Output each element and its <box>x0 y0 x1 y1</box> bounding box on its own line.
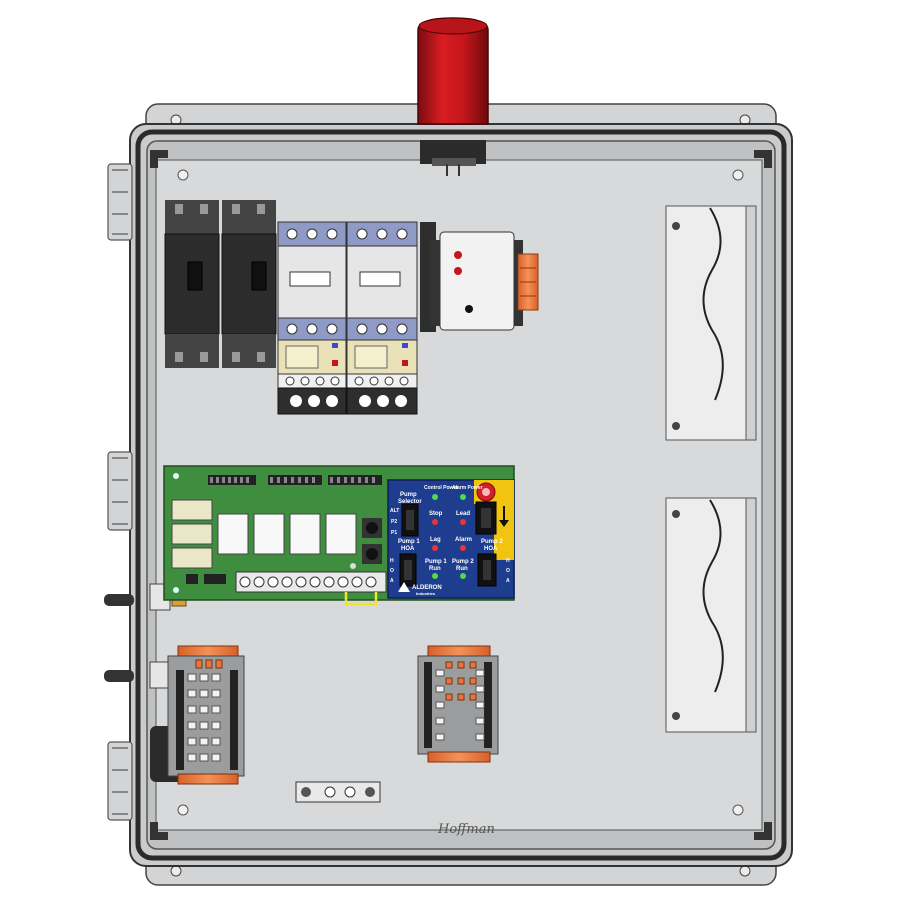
pump2-hoa-switch[interactable] <box>477 553 497 587</box>
p2-label: P2 <box>391 519 397 525</box>
transformer <box>430 231 539 331</box>
lag-led <box>432 545 438 551</box>
ground-bar <box>295 781 381 803</box>
lead-label: Lead <box>456 511 470 517</box>
pump-selector-switch[interactable] <box>401 503 419 537</box>
pump1-hoa-label-1: Pump 1 <box>398 539 420 545</box>
pump-selector-label-2: Selector <box>398 499 422 505</box>
pump1-run-led <box>432 573 438 579</box>
alt-label: ALT <box>390 508 399 514</box>
silence-button-icon[interactable] <box>476 482 496 502</box>
alarm-power-label: Alarm Power <box>452 485 483 491</box>
pump1-a-label: A <box>390 578 394 584</box>
pump2-run-led <box>460 573 466 579</box>
pump1-run-label-1: Pump 1 <box>425 559 447 565</box>
pump2-hoa-label-1: Pump 2 <box>481 539 503 545</box>
circuit-breaker-1 <box>164 200 220 368</box>
pump1-hoa-label-2: HOA <box>401 546 415 552</box>
alarm-label: Alarm <box>455 537 472 543</box>
hinge-top <box>107 163 133 241</box>
pump1-run-label-2: Run <box>429 566 441 572</box>
pump2-run-label-2: Run <box>456 566 468 572</box>
pump2-h-label: H <box>506 558 510 564</box>
pump-selector-label-1: Pump <box>400 492 417 498</box>
pump1-o-label: O <box>390 568 394 574</box>
stop-label: Stop <box>429 511 443 517</box>
contactor-2 <box>346 221 418 415</box>
hinge-middle <box>107 451 133 531</box>
logo-text: ALDERON <box>412 585 442 591</box>
p1-label: P1 <box>391 530 397 536</box>
terminal-block-middle <box>417 645 499 763</box>
alarm-beacon-icon <box>417 17 489 176</box>
pump1-hoa-switch[interactable] <box>399 553 417 587</box>
lead-led <box>460 519 466 525</box>
silence-reset-switch[interactable] <box>475 501 497 535</box>
alarm-led <box>460 545 466 551</box>
logo-subtext: Industries <box>416 591 436 596</box>
arrow-down-icon <box>499 506 509 527</box>
pump2-a-label: A <box>506 578 510 584</box>
alderon-logo: ALDERON Industries <box>398 582 442 596</box>
circuit-breakers <box>164 200 277 368</box>
control-power-led <box>432 494 438 500</box>
alarm-power-led <box>460 494 466 500</box>
contactors <box>277 221 436 415</box>
lag-label: Lag <box>430 537 441 543</box>
stop-led <box>432 519 438 525</box>
controller-faceplate: Control Power Alarm Power Pump Selector … <box>387 479 515 599</box>
control-power-label: Control Power <box>424 485 458 491</box>
pump2-o-label: O <box>506 568 510 574</box>
hinges <box>107 163 133 821</box>
enclosure-brand: Hoffman <box>437 822 495 837</box>
terminal-block-left <box>167 645 245 785</box>
right-brackets <box>665 205 757 733</box>
pump2-hoa-label-2: HOA <box>484 546 498 552</box>
pump2-run-label-1: Pump 2 <box>452 559 474 565</box>
circuit-breaker-2 <box>221 200 277 368</box>
pump1-h-label: H <box>390 558 394 564</box>
hinge-bottom <box>107 741 133 821</box>
contactor-1 <box>277 221 347 415</box>
